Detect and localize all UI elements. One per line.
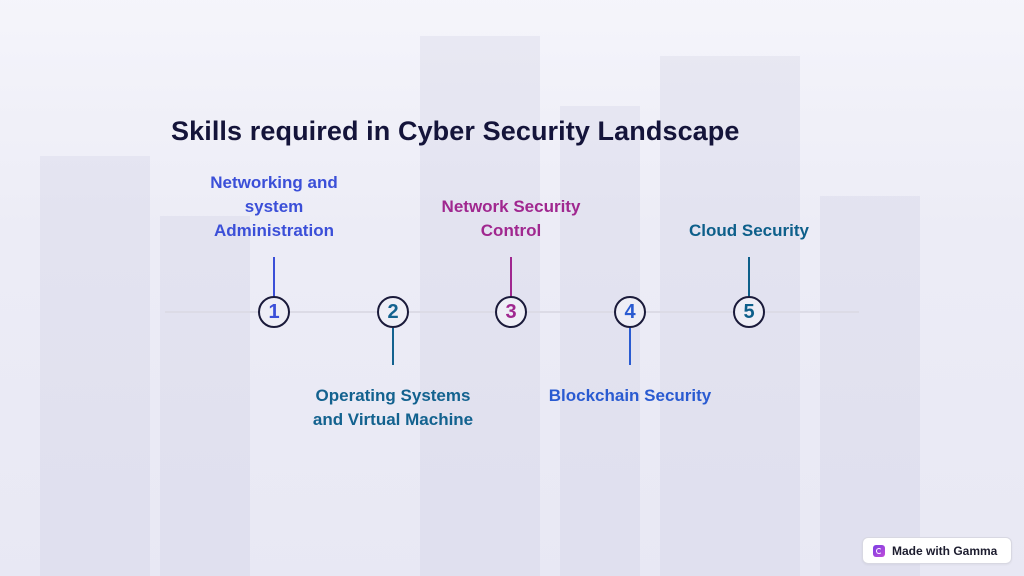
gamma-logo-icon	[873, 544, 885, 557]
step-label: Operating Systems and Virtual Machine	[312, 386, 474, 429]
step-number-circle: 3	[495, 296, 527, 328]
made-with-gamma-badge[interactable]: Made with Gamma	[862, 537, 1012, 564]
connector-line	[748, 257, 750, 297]
step-number-circle: 4	[614, 296, 646, 328]
step-label: Networking and system Administration	[210, 173, 338, 240]
step-number-circle: 2	[377, 296, 409, 328]
step-number-circle: 1	[258, 296, 290, 328]
connector-line	[392, 328, 394, 365]
step-label: Cloud Security	[689, 221, 809, 240]
connector-line	[510, 257, 512, 297]
slide-title: Skills required in Cyber Security Landsc…	[171, 116, 740, 146]
connector-line	[273, 257, 275, 297]
step-number-circle: 5	[733, 296, 765, 328]
connector-line	[629, 328, 631, 365]
step-label: Network Security Control	[441, 197, 581, 240]
step-label: Blockchain Security	[548, 386, 712, 405]
badge-label: Made with Gamma	[892, 543, 998, 558]
